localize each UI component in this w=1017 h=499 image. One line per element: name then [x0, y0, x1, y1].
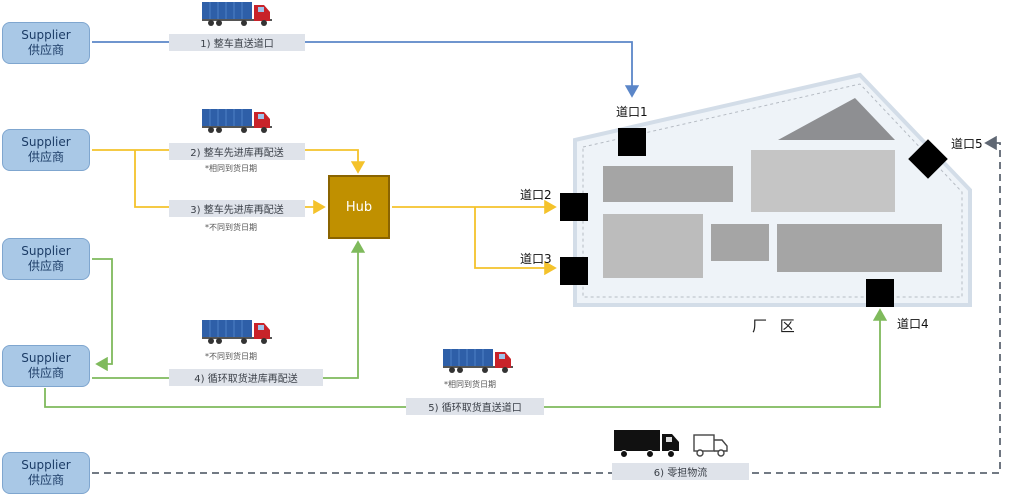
supplier-label-en: Supplier [21, 28, 71, 42]
supplier3-to-supplier4-line [92, 258, 113, 372]
gate-1-label: 道口1 [616, 105, 648, 119]
gate-5-label: 道口5 [951, 137, 983, 151]
route-3-note: *不同到货日期 [205, 223, 257, 232]
supplier-label-en: Supplier [21, 135, 71, 149]
route-4-label: 4) 循环取货进库再配送 [169, 369, 323, 386]
truck-icon [201, 319, 273, 345]
supplier-label-en: Supplier [21, 458, 71, 472]
supplier-label-en: Supplier [21, 244, 71, 258]
route-1-label: 1) 整车直送道口 [169, 34, 305, 51]
building-c [603, 214, 703, 278]
hub-box: Hub [328, 175, 390, 239]
gate-2 [560, 193, 588, 221]
factory-area [573, 72, 972, 307]
supplier-label-zh: 供应商 [27, 43, 64, 57]
supplier-box: Supplier 供应商 [2, 452, 90, 494]
gate-4-label: 道口4 [897, 317, 929, 331]
route-4-note: *不同到货日期 [205, 352, 257, 361]
supplier-label-zh: 供应商 [27, 150, 64, 164]
black-truck-icon [614, 430, 679, 458]
hub-label: Hub [345, 199, 373, 215]
gate-1 [618, 128, 646, 156]
supplier-label-zh: 供应商 [27, 366, 64, 380]
supplier-label-en: Supplier [21, 351, 71, 365]
route-2-label: 2) 整车先进库再配送 [169, 143, 305, 160]
truck-icon [201, 108, 273, 134]
gate-5 [908, 139, 948, 179]
route-6-label: 6) 零担物流 [612, 463, 749, 480]
gate-2-label: 道口2 [520, 188, 552, 202]
supplier-box: Supplier 供应商 [2, 129, 90, 171]
gate-4 [866, 279, 894, 307]
building-b [751, 150, 895, 212]
gate-3-label: 道口3 [520, 252, 552, 266]
factory-roof [778, 98, 895, 140]
building-e [777, 224, 942, 272]
supplier-label-zh: 供应商 [27, 259, 64, 273]
supplier-box: Supplier 供应商 [2, 238, 90, 280]
route-3-label: 3) 整车先进库再配送 [169, 200, 305, 217]
truck-icon [442, 348, 514, 374]
supplier-label-zh: 供应商 [27, 473, 64, 487]
gate-3 [560, 257, 588, 285]
building-d [711, 224, 769, 261]
supplier-box: Supplier 供应商 [2, 22, 90, 64]
building-a [603, 166, 733, 202]
van-icon [693, 434, 728, 457]
supplier-box: Supplier 供应商 [2, 345, 90, 387]
factory-label: 厂 区 [752, 317, 799, 335]
route-6-line [92, 135, 1001, 474]
hub-to-gate3-line [474, 207, 557, 276]
truck-icon [201, 1, 273, 27]
route-2-note: *相同到货日期 [205, 164, 257, 173]
route-5-note: *相同到货日期 [444, 380, 496, 389]
route-5-label: 5) 循环取货直送道口 [406, 398, 544, 415]
